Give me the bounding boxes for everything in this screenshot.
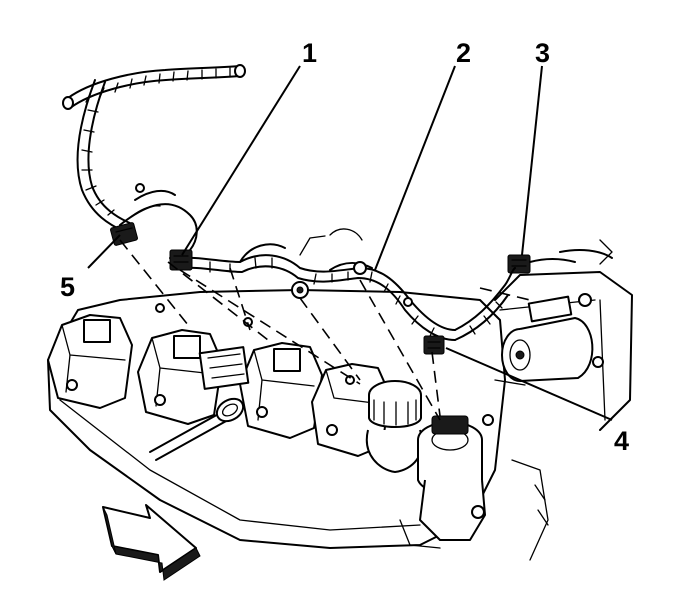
dipstick-tube xyxy=(149,397,245,461)
callout-leaders xyxy=(87,65,613,421)
callout-3-label: 3 xyxy=(535,38,550,68)
coil-connector-block xyxy=(198,346,250,390)
harness-connector-1 xyxy=(169,249,193,271)
oil-filler-cap xyxy=(365,380,424,473)
ignition-coil-3 xyxy=(239,342,323,439)
harness-connector-4 xyxy=(423,335,445,355)
callout-1-label: 1 xyxy=(302,38,317,68)
harness-connector-5 xyxy=(110,222,138,246)
idle-actuator-motor xyxy=(501,293,604,382)
callout-5-label: 5 xyxy=(60,272,75,302)
engine-cylinder-head xyxy=(47,228,506,549)
ignition-coil-1 xyxy=(47,314,133,409)
alignment-dashes xyxy=(119,239,531,421)
callout-2-label: 2 xyxy=(456,38,471,68)
forward-direction-arrow-icon xyxy=(102,504,201,581)
egr-valve xyxy=(417,414,494,541)
callout-4-label: 4 xyxy=(614,426,629,456)
